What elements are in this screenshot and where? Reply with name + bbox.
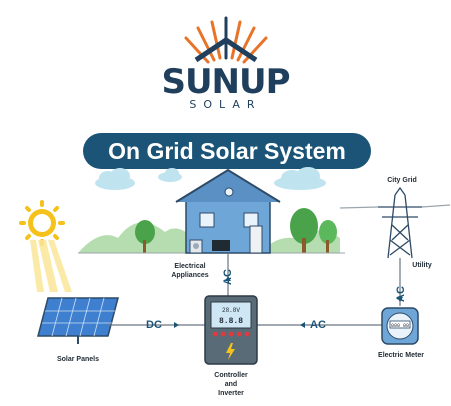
ac-grid-flow-label: AC bbox=[395, 286, 407, 302]
brand-subtitle: SOLAR bbox=[189, 98, 262, 111]
house-icon bbox=[175, 168, 281, 254]
controller-inverter-label: Controller and Inverter bbox=[214, 372, 248, 397]
flow-arrows bbox=[174, 276, 403, 328]
inverter-icon bbox=[204, 295, 258, 365]
sunup-logo bbox=[184, 16, 268, 64]
solar-panel-icon bbox=[37, 297, 119, 344]
inverter-screen-line2: 8.8.8 bbox=[219, 317, 243, 326]
city-grid-label: City Grid bbox=[387, 177, 417, 184]
ac-house-flow-label: AC bbox=[222, 269, 234, 285]
power-tower-icon bbox=[339, 186, 451, 259]
brand-name: SUNUP bbox=[161, 62, 290, 102]
meter-display: 000 00 bbox=[391, 323, 409, 329]
roof-chevron-icon bbox=[194, 37, 258, 63]
sunbeams bbox=[30, 240, 72, 292]
electric-meter-icon bbox=[381, 307, 419, 345]
sun-icon bbox=[19, 200, 65, 246]
page-title: On Grid Solar System bbox=[83, 133, 371, 169]
cloud-icon bbox=[95, 167, 326, 190]
tree-icon bbox=[135, 208, 337, 253]
appliances-label: Electrical Appliances bbox=[171, 263, 209, 279]
electric-meter-label: Electric Meter bbox=[378, 352, 424, 359]
ac-flow-label: AC bbox=[310, 319, 326, 331]
utility-label: Utility bbox=[412, 262, 432, 269]
inverter-screen-line1: 28.8V bbox=[222, 307, 240, 314]
dc-flow-label: DC bbox=[146, 319, 162, 331]
sunrise-rays-icon bbox=[184, 16, 268, 64]
solar-panels-label: Solar Panels bbox=[56, 356, 100, 363]
